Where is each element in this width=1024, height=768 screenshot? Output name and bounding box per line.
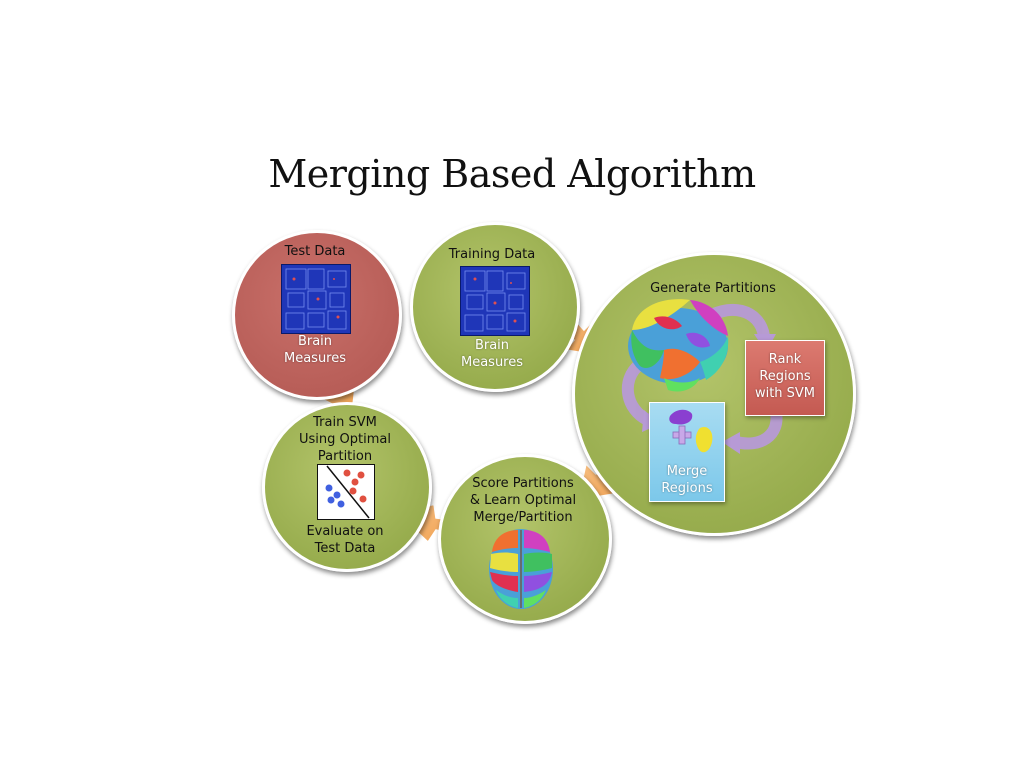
brain-side-icon bbox=[628, 299, 729, 392]
purple-region-icon bbox=[669, 409, 693, 425]
training-data-title: Training Data bbox=[448, 247, 536, 262]
merge-regions-label: Merge Regions bbox=[661, 464, 713, 496]
plus-icon bbox=[672, 425, 692, 445]
train-svm-circle bbox=[262, 402, 432, 572]
test-brain-matrix bbox=[281, 264, 351, 334]
test-data-title: Test Data bbox=[284, 244, 346, 259]
score-partitions-title: Score Partitions & Learn Optimal Merge/P… bbox=[469, 476, 577, 525]
training-data-caption: Brain Measures bbox=[460, 338, 524, 370]
slide-title: Merging Based Algorithm bbox=[268, 152, 756, 196]
test-data-caption: Brain Measures bbox=[283, 334, 347, 366]
train-svm-caption: Evaluate on Test Data bbox=[306, 524, 384, 556]
svm-separation-icon bbox=[317, 464, 375, 520]
rank-regions-label: Rank Regions with SVM bbox=[754, 352, 816, 401]
cycle-arrow-right bbox=[734, 411, 783, 450]
cycle-arrow-left bbox=[621, 359, 652, 426]
rank-regions-box bbox=[745, 340, 825, 416]
yellow-region-icon bbox=[695, 426, 713, 453]
brain-top-icon bbox=[489, 529, 553, 609]
generate-partitions-title: Generate Partitions bbox=[650, 281, 776, 296]
training-brain-matrix bbox=[460, 266, 530, 336]
train-svm-title: Train SVM Using Optimal Partition bbox=[299, 415, 391, 464]
